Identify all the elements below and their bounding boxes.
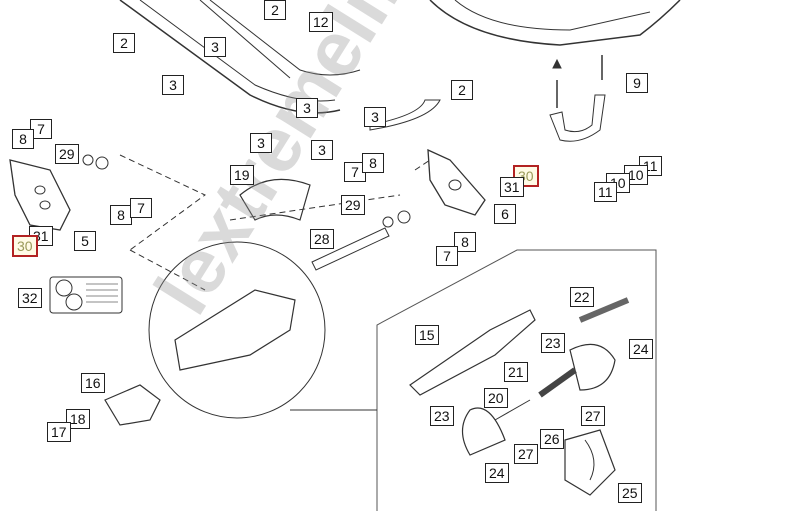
callout-19: 19 — [230, 165, 254, 185]
callout-24: 24 — [629, 339, 653, 359]
callout-31: 31 — [500, 177, 524, 197]
callout-10: 10 — [624, 165, 648, 185]
callout-30[interactable]: 30 — [12, 235, 38, 257]
callout-27: 27 — [581, 406, 605, 426]
bracket-9 — [549, 94, 606, 142]
callout-26: 26 — [540, 429, 564, 449]
callout-23: 23 — [541, 333, 565, 353]
callout-3: 3 — [364, 107, 386, 127]
callout-27: 27 — [514, 444, 538, 464]
callout-29: 29 — [55, 144, 79, 164]
slide-15 — [409, 309, 536, 396]
callout-3: 3 — [204, 37, 226, 57]
callout-5: 5 — [74, 231, 96, 251]
callout-28: 28 — [310, 229, 334, 249]
detail-circle — [148, 241, 326, 419]
callout-20: 20 — [484, 388, 508, 408]
callout-3: 3 — [311, 140, 333, 160]
detail-frame — [376, 249, 657, 511]
warning-decal — [49, 276, 123, 314]
shaft-28 — [311, 227, 390, 271]
callout-23: 23 — [430, 406, 454, 426]
callout-17: 17 — [47, 422, 71, 442]
callout-29: 29 — [341, 195, 365, 215]
callout-15: 15 — [415, 325, 439, 345]
housing-16 — [104, 384, 161, 426]
callout-6: 6 — [494, 204, 516, 224]
callout-8: 8 — [454, 232, 476, 252]
housing-23 — [569, 343, 616, 391]
callout-2: 2 — [451, 80, 473, 100]
callout-32: 32 — [18, 288, 42, 308]
callout-8: 8 — [362, 153, 384, 173]
callout-7: 7 — [436, 246, 458, 266]
callout-9: 9 — [626, 73, 648, 93]
callout-21: 21 — [504, 362, 528, 382]
callout-3: 3 — [250, 133, 272, 153]
callout-2: 2 — [113, 33, 135, 53]
callout-18: 18 — [66, 409, 90, 429]
callout-25: 25 — [618, 483, 642, 503]
callout-3: 3 — [296, 98, 318, 118]
callout-3: 3 — [162, 75, 184, 95]
plate-5 — [9, 159, 71, 231]
housing-23b — [461, 407, 506, 456]
callout-11: 11 — [594, 182, 617, 202]
callout-22: 22 — [570, 287, 594, 307]
plate-6 — [427, 148, 486, 216]
callout-7: 7 — [130, 198, 152, 218]
bracket-25 — [564, 429, 616, 496]
hood-part — [429, 0, 681, 46]
callout-2: 2 — [264, 0, 286, 20]
cover-19 — [239, 178, 311, 221]
callout-8: 8 — [12, 129, 34, 149]
callout-24: 24 — [485, 463, 509, 483]
callout-12: 12 — [309, 12, 333, 32]
callout-16: 16 — [81, 373, 105, 393]
callout-8: 8 — [110, 205, 132, 225]
rail-part — [119, 0, 341, 114]
